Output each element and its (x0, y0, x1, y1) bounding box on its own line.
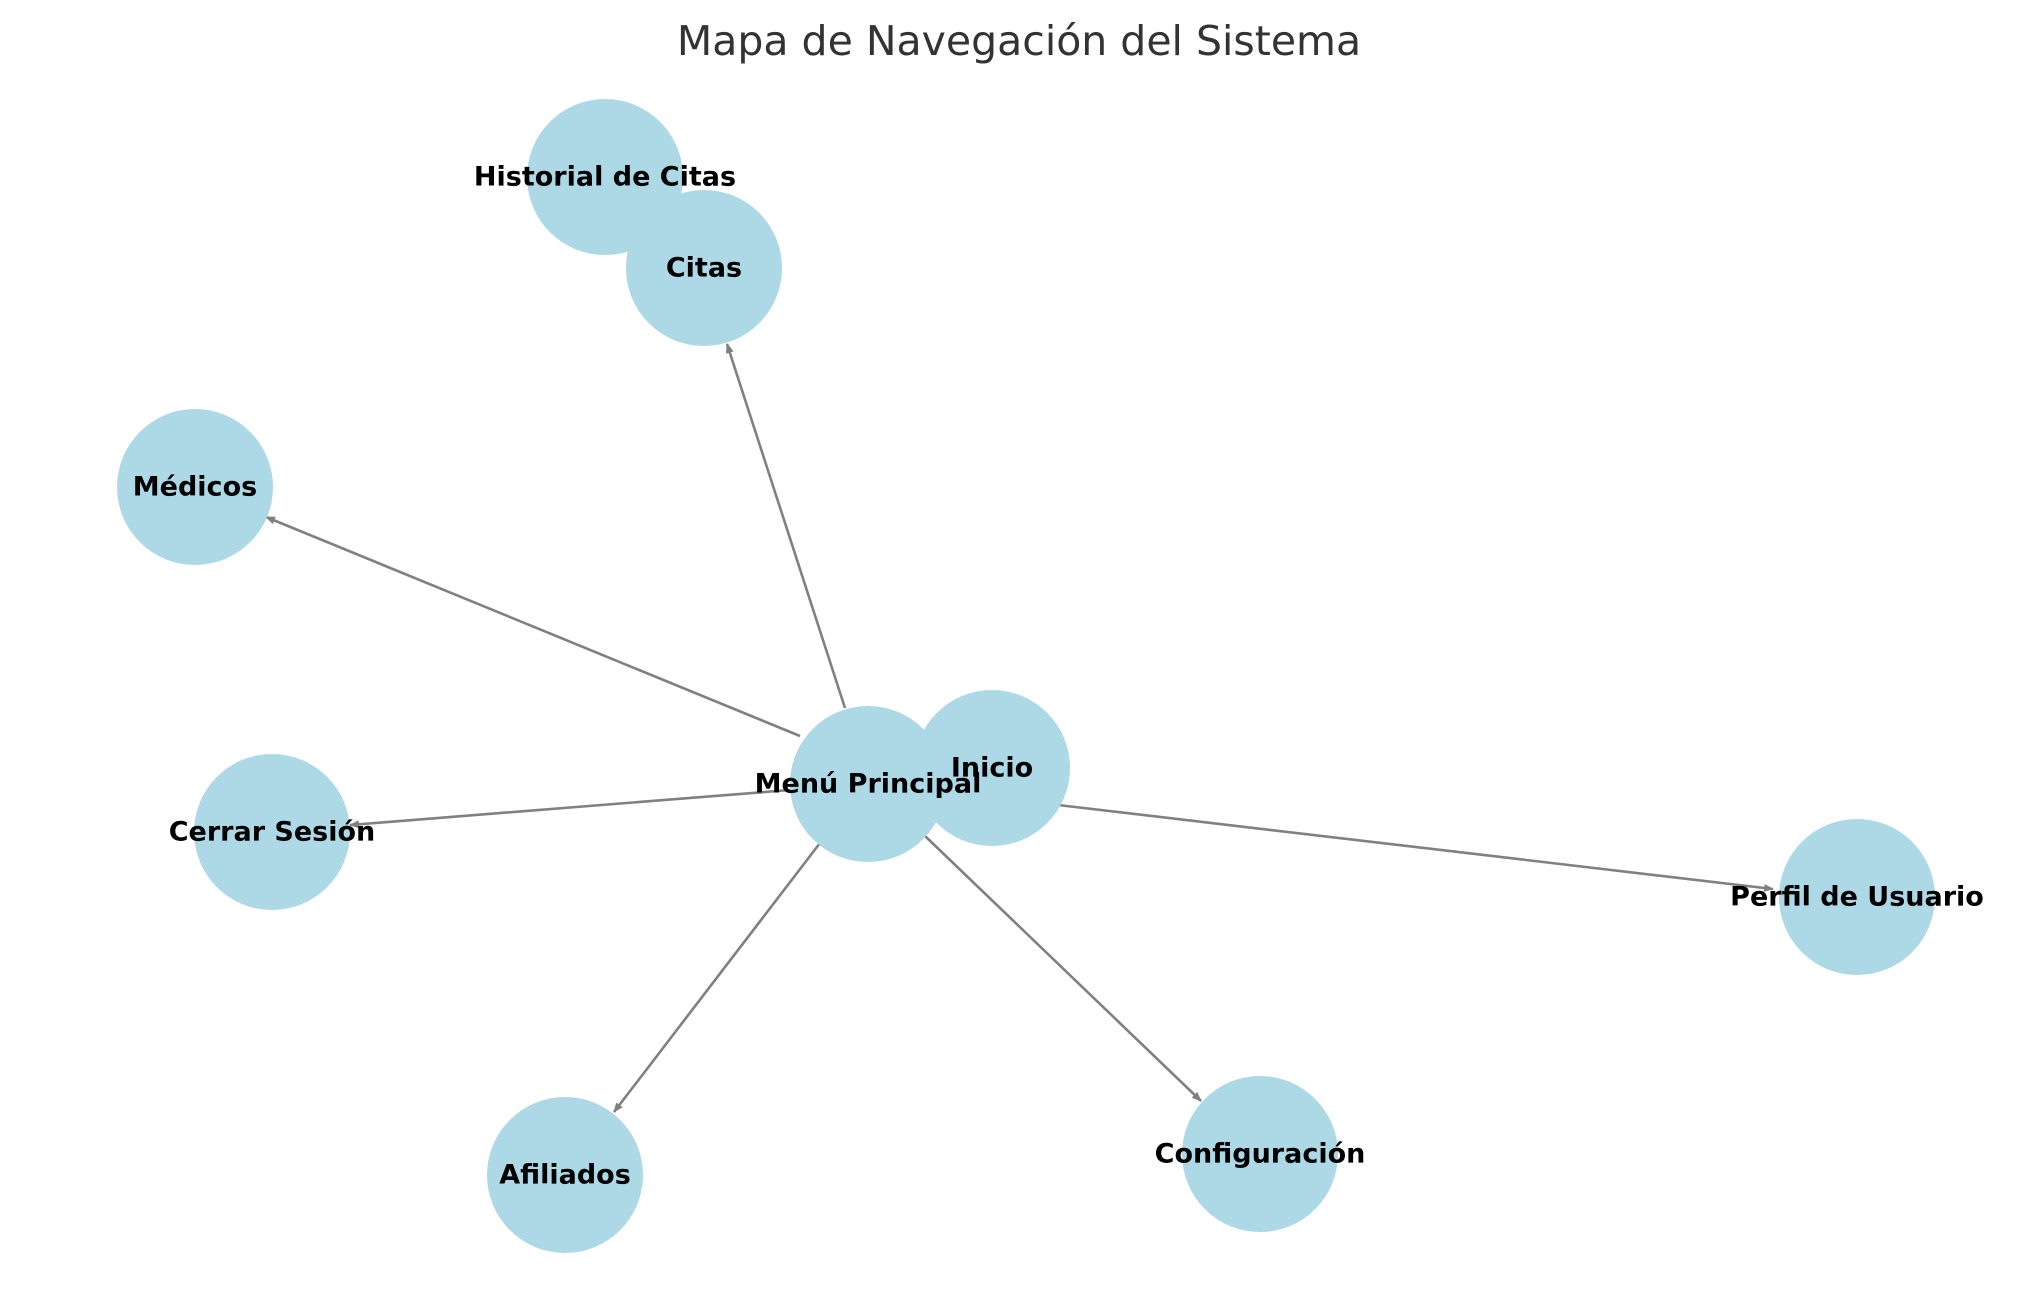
edges-layer (265, 343, 1774, 1113)
node-circle (626, 190, 782, 346)
node-circle (790, 706, 946, 862)
node-cerrar-sesion[interactable]: Cerrar Sesión (169, 754, 376, 910)
node-label: Historial de Citas (474, 162, 736, 193)
node-circle (487, 1097, 643, 1253)
node-historial-de-citas[interactable]: Historial de Citas (474, 99, 736, 255)
node-label: Menú Principal (755, 769, 982, 800)
node-menu-principal[interactable]: Menú Principal (755, 706, 982, 862)
nodes-layer: Historial de Citas Citas Médicos Cerrar … (117, 99, 1984, 1253)
edge-menu-to-config (924, 835, 1202, 1102)
edge-menu-to-cerrar (349, 788, 791, 829)
edge-inicio-to-perfil (1057, 803, 1774, 892)
node-perfil-de-usuario[interactable]: Perfil de Usuario (1730, 819, 1984, 975)
node-circle (194, 754, 350, 910)
node-circle (1182, 1076, 1338, 1232)
node-label: Cerrar Sesión (169, 817, 376, 848)
node-label: Perfil de Usuario (1730, 882, 1984, 913)
node-medicos[interactable]: Médicos (117, 409, 273, 565)
node-circle (914, 690, 1070, 846)
node-citas[interactable]: Citas (626, 190, 782, 346)
node-label: Citas (666, 253, 742, 284)
edge-menu-to-citas (725, 343, 847, 709)
edge-menu-to-afiliados (612, 842, 822, 1113)
node-label: Afiliados (499, 1160, 631, 1191)
node-configuracion[interactable]: Configuración (1155, 1076, 1366, 1232)
node-circle (117, 409, 273, 565)
node-afiliados[interactable]: Afiliados (487, 1097, 643, 1253)
node-circle (1779, 819, 1935, 975)
node-label: Médicos (133, 472, 257, 503)
diagram-title: Mapa de Navegación del Sistema (677, 17, 1361, 65)
node-label: Inicio (951, 753, 1033, 784)
node-inicio[interactable]: Inicio (914, 690, 1070, 846)
edge-menu-to-medicos (265, 515, 801, 738)
node-label: Configuración (1155, 1139, 1366, 1170)
node-circle (527, 99, 683, 255)
